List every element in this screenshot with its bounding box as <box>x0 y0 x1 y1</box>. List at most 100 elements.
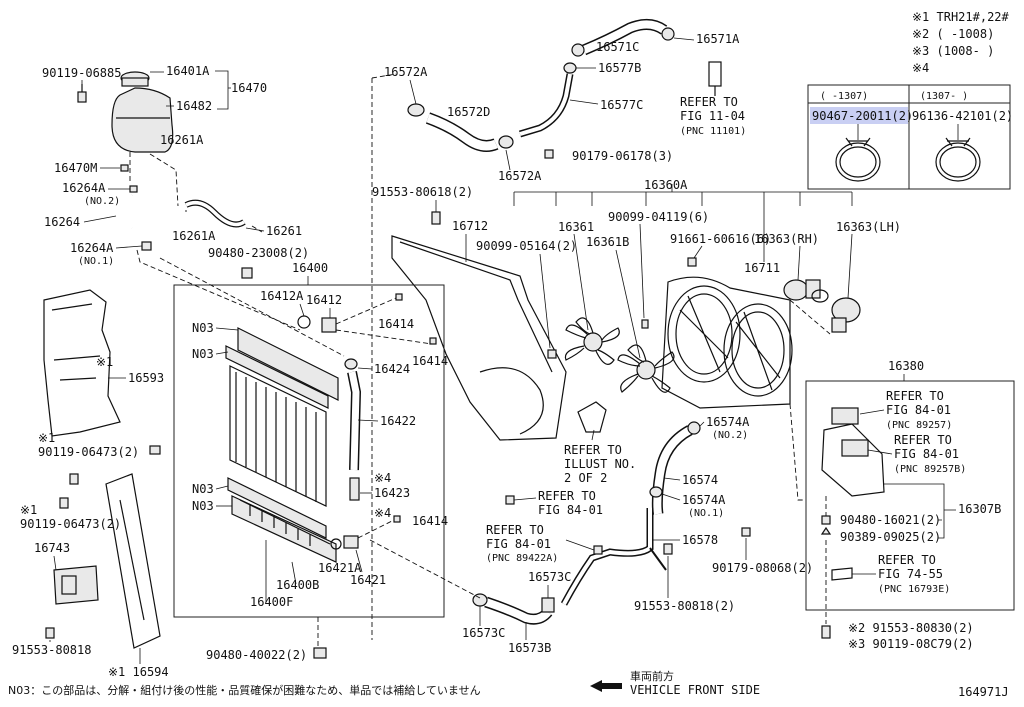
label-90119-06885[interactable]: 90119-06885 <box>42 66 121 80</box>
legend-part-right[interactable]: 96136-42101(2) <box>912 109 1013 123</box>
refer-89257-line2[interactable]: FIG 84-01 <box>886 403 951 417</box>
label-16361B[interactable]: 16361B <box>586 235 629 249</box>
label-N03-b[interactable]: N03 <box>192 347 214 361</box>
refer-illust-line3[interactable]: 2 OF 2 <box>564 471 607 485</box>
label-16574A-a[interactable]: 16574A <box>706 415 750 429</box>
refer-illust-line2[interactable]: ILLUST NO. <box>564 457 636 471</box>
label-16571C[interactable]: 16571C <box>596 40 639 54</box>
label-16400B[interactable]: 16400B <box>276 578 319 592</box>
nut-icon <box>741 527 751 537</box>
refer-74-55-line2[interactable]: FIG 74-55 <box>878 567 943 581</box>
label-16380[interactable]: 16380 <box>888 359 924 373</box>
radiator-group: 16400 16412A 16412 16414 16414 <box>173 261 448 618</box>
label-16261A-b[interactable]: 16261A <box>172 229 216 243</box>
radiator-assembly-box <box>173 284 445 618</box>
label-16264A-b[interactable]: 16264A <box>70 241 114 255</box>
radiator-hose-icon <box>425 112 499 152</box>
label-16400[interactable]: 16400 <box>292 261 328 275</box>
label-16401A[interactable]: 16401A <box>166 64 210 78</box>
label-16400F[interactable]: 16400F <box>250 595 293 609</box>
legend-line-2: ※2 ( -1008) <box>912 27 994 41</box>
label-16577C[interactable]: 16577C <box>600 98 643 112</box>
label-90119-08C79[interactable]: ※3 90119-08C79(2) <box>848 637 974 651</box>
label-16573C-a[interactable]: 16573C <box>528 570 571 584</box>
label-16470[interactable]: 16470 <box>231 81 267 95</box>
label-90480-16021[interactable]: 90480-16021(2) <box>840 513 941 527</box>
label-90099-05164[interactable]: 90099-05164(2) <box>476 239 577 253</box>
label-16578[interactable]: 16578 <box>682 533 718 547</box>
label-16307B[interactable]: 16307B <box>958 502 1001 516</box>
fan-motor-icon <box>831 297 861 333</box>
label-16571A[interactable]: 16571A <box>696 32 740 46</box>
label-90389-09025[interactable]: 90389-09025(2) <box>840 530 941 544</box>
label-16572A-a[interactable]: 16572A <box>384 65 428 79</box>
refer-89257-line1[interactable]: REFER TO <box>886 389 944 403</box>
label-16712[interactable]: 16712 <box>452 219 488 233</box>
label-16573B[interactable]: 16573B <box>508 641 551 655</box>
label-16360A[interactable]: 16360A <box>644 178 688 192</box>
label-16261[interactable]: 16261 <box>266 224 302 238</box>
label-16414-b[interactable]: 16414 <box>412 354 448 368</box>
label-16572D[interactable]: 16572D <box>447 105 490 119</box>
label-N03-d[interactable]: N03 <box>192 499 214 513</box>
refer-fig-84-01-a-line1[interactable]: REFER TO <box>538 489 596 503</box>
label-90119-06473-b[interactable]: 90119-06473(2) <box>20 517 121 531</box>
refer-fig-84-01-a-line2[interactable]: FIG 84-01 <box>538 503 603 517</box>
legend-part-left[interactable]: 90467-20011(2) <box>812 109 913 123</box>
water-hose-icon <box>581 19 668 56</box>
label-16414-c[interactable]: 16414 <box>412 514 448 528</box>
label-16412A[interactable]: 16412A <box>260 289 304 303</box>
refer-74-55-line1[interactable]: REFER TO <box>878 553 936 567</box>
label-16594[interactable]: ※1 16594 <box>108 665 169 679</box>
bolt-icon <box>395 293 403 301</box>
label-90179-08068[interactable]: 90179-08068(2) <box>712 561 813 575</box>
hose-joint-icon <box>541 597 555 613</box>
label-90480-23008[interactable]: 90480-23008(2) <box>208 246 309 260</box>
refer-89257B-line1[interactable]: REFER TO <box>894 433 952 447</box>
label-91553-80830[interactable]: ※2 91553-80830(2) <box>848 621 974 635</box>
label-16574[interactable]: 16574 <box>682 473 718 487</box>
refer-fig-11-04-line2[interactable]: FIG 11-04 <box>680 109 745 123</box>
refer-74-55-line3: (PNC 16793E) <box>878 584 950 595</box>
label-90099-04119[interactable]: 90099-04119(6) <box>608 210 709 224</box>
label-16482[interactable]: 16482 <box>176 99 212 113</box>
label-N03-c[interactable]: N03 <box>192 482 214 496</box>
label-16470M[interactable]: 16470M <box>54 161 97 175</box>
refer-89422-line2[interactable]: FIG 84-01 <box>486 537 551 551</box>
label-16577B[interactable]: 16577B <box>598 61 641 75</box>
label-16414-a[interactable]: 16414 <box>378 317 414 331</box>
label-91553-80618[interactable]: 91553-80618(2) <box>372 185 473 199</box>
label-16421[interactable]: 16421 <box>350 573 386 587</box>
label-16261A-a[interactable]: 16261A <box>160 133 204 147</box>
refer-illust-line1[interactable]: REFER TO <box>564 443 622 457</box>
label-90179-06178[interactable]: 90179-06178(3) <box>572 149 673 163</box>
label-91661-60616[interactable]: 91661-60616(6) <box>670 232 771 246</box>
label-16593[interactable]: 16593 <box>128 371 164 385</box>
refer-89257B-line2[interactable]: FIG 84-01 <box>894 447 959 461</box>
label-16363LH[interactable]: 16363(LH) <box>836 220 901 234</box>
bolt-icon <box>429 337 437 345</box>
bolt-icon <box>59 497 69 509</box>
label-16422[interactable]: 16422 <box>380 414 416 428</box>
label-16573C-b[interactable]: 16573C <box>462 626 505 640</box>
label-90119-06473-a[interactable]: 90119-06473(2) <box>38 445 139 459</box>
refer-fig-11-04-line1[interactable]: REFER TO <box>680 95 738 109</box>
label-16361[interactable]: 16361 <box>558 220 594 234</box>
label-16264[interactable]: 16264 <box>44 215 80 229</box>
label-90480-40022[interactable]: 90480-40022(2) <box>206 648 307 662</box>
label-91553-80818-a[interactable]: 91553-80818 <box>12 643 91 657</box>
label-16424[interactable]: 16424 <box>374 362 410 376</box>
label-16743[interactable]: 16743 <box>34 541 70 555</box>
label-N03-a[interactable]: N03 <box>192 321 214 335</box>
label-16572A-b[interactable]: 16572A <box>498 169 542 183</box>
label-16711[interactable]: 16711 <box>744 261 780 275</box>
label-16423[interactable]: 16423 <box>374 486 410 500</box>
label-16412[interactable]: 16412 <box>306 293 342 307</box>
label-91553-80818-b[interactable]: 91553-80818(2) <box>634 599 735 613</box>
refer-89422-line1[interactable]: REFER TO <box>486 523 544 537</box>
label-16421A[interactable]: 16421A <box>318 561 362 575</box>
reservoir-hose-icon <box>115 193 133 230</box>
label-16363RH[interactable]: 16363(RH) <box>754 232 819 246</box>
label-16574A-b[interactable]: 16574A <box>682 493 726 507</box>
label-16264A-a[interactable]: 16264A <box>62 181 106 195</box>
